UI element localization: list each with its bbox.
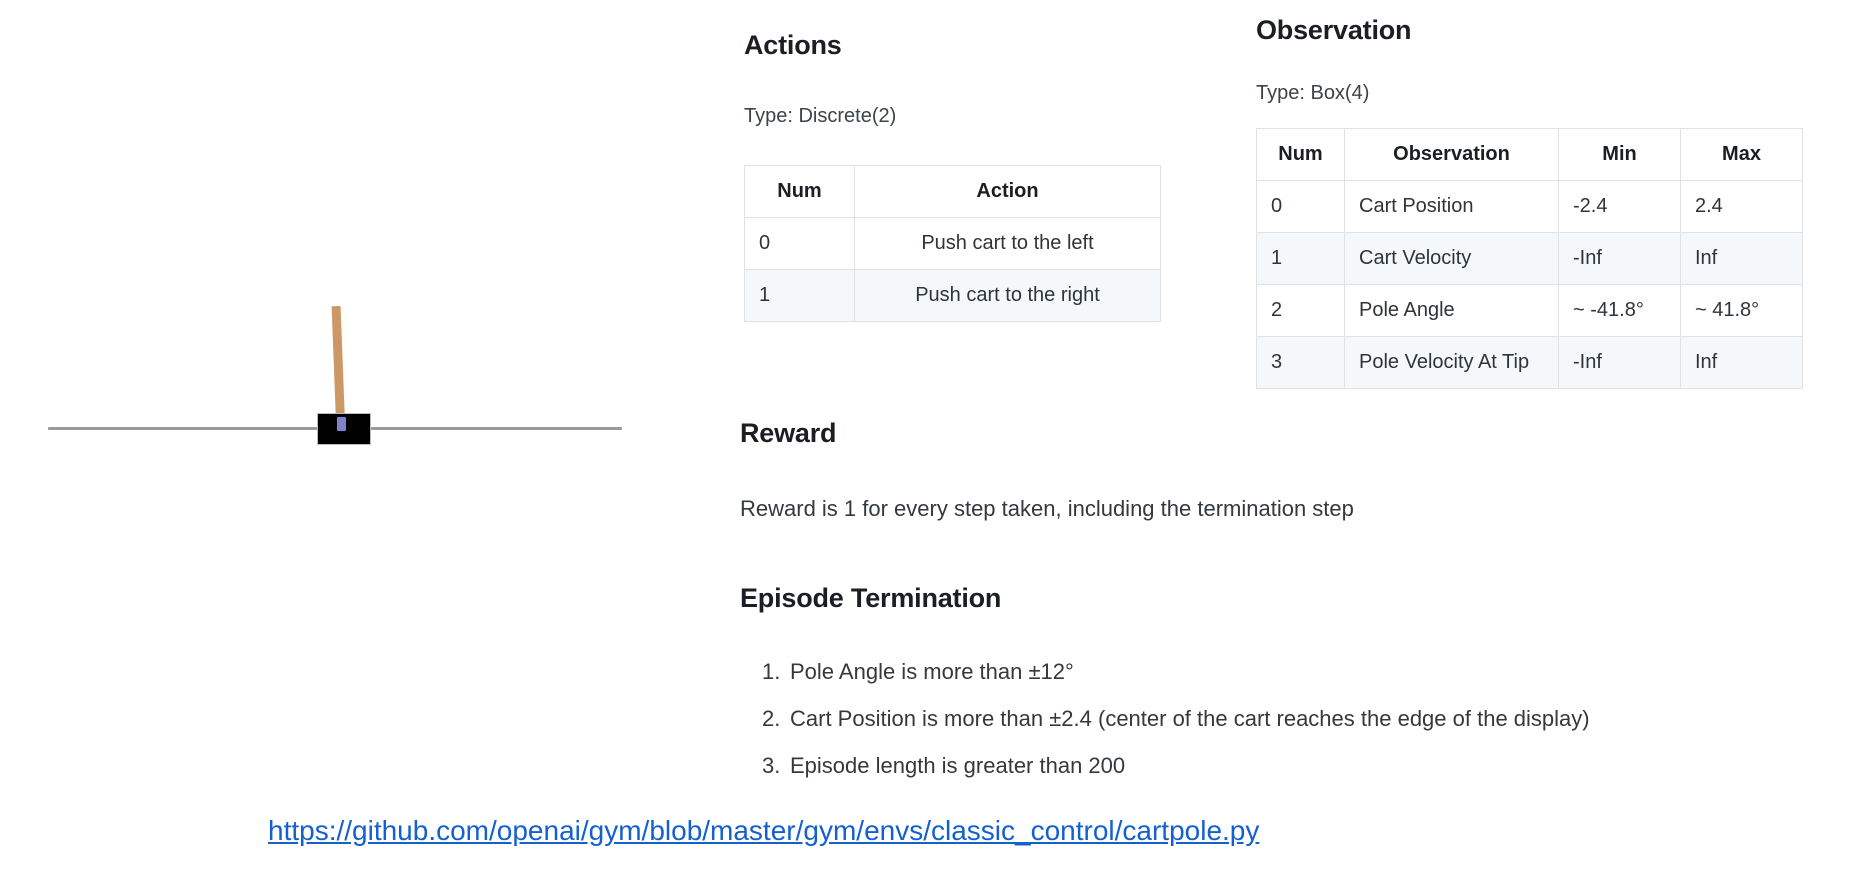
observation-cell-name: Cart Position [1344,180,1559,233]
observation-cell-num: 3 [1256,336,1345,389]
observation-header-max: Max [1680,128,1803,181]
cartpole-figure [0,0,700,800]
episode-termination-heading: Episode Termination [740,583,1002,613]
episode-termination-list: 1. Pole Angle is more than ±12° 2. Cart Po… [762,648,1590,789]
observation-cell-min: -Inf [1558,232,1681,285]
source-url-link[interactable]: https://github.com/openai/gym/blob/maste… [268,815,1260,846]
table-row: 0 Push cart to the left [744,217,1161,270]
list-item: 1. Pole Angle is more than ±12° [762,648,1590,695]
actions-header-action: Action [854,165,1161,218]
observation-cell-max: ~ 41.8° [1680,284,1803,337]
observation-header-num: Num [1256,128,1345,181]
observation-cell-name: Pole Velocity At Tip [1344,336,1559,389]
list-item-marker: 2. [762,706,781,731]
table-row: 0 Cart Position -2.4 2.4 [1256,180,1803,233]
table-row: 3 Pole Velocity At Tip -Inf Inf [1256,336,1803,389]
observation-cell-num: 1 [1256,232,1345,285]
table-row: 2 Pole Angle ~ -41.8° ~ 41.8° [1256,284,1803,337]
observation-table: Num Observation Min Max 0 Cart Position … [1256,128,1803,389]
pole-icon [331,305,345,423]
observation-cell-max: Inf [1680,336,1803,389]
observation-cell-name: Pole Angle [1344,284,1559,337]
list-item-text: Episode length is greater than 200 [790,753,1126,778]
observation-cell-num: 2 [1256,284,1345,337]
axle-icon [337,417,346,431]
observation-cell-max: Inf [1680,232,1803,285]
table-row: 1 Cart Velocity -Inf Inf [1256,232,1803,285]
table-row: 1 Push cart to the right [744,269,1161,322]
list-item: 2. Cart Position is more than ±2.4 (cente… [762,695,1590,742]
observation-header-min: Min [1558,128,1681,181]
list-item-text: Pole Angle is more than ±12° [790,659,1074,684]
actions-cell-action: Push cart to the right [854,269,1161,322]
actions-header-num: Num [744,165,855,218]
observation-cell-name: Cart Velocity [1344,232,1559,285]
reward-heading: Reward [740,418,837,448]
actions-heading: Actions [744,30,842,60]
actions-type-label: Type: Discrete(2) [744,105,897,127]
observation-header-observation: Observation [1344,128,1559,181]
actions-cell-num: 0 [744,217,855,270]
list-item-marker: 3. [762,753,781,778]
actions-table-header-row: Num Action [744,165,1161,218]
list-item: 3. Episode length is greater than 200 [762,742,1590,789]
actions-cell-action: Push cart to the left [854,217,1161,270]
observation-heading: Observation [1256,15,1412,45]
observation-cell-min: -Inf [1558,336,1681,389]
observation-cell-num: 0 [1256,180,1345,233]
list-item-text: Cart Position is more than ±2.4 (center … [790,706,1590,731]
reward-description: Reward is 1 for every step taken, includ… [740,496,1354,521]
observation-cell-min: -2.4 [1558,180,1681,233]
observation-type-label: Type: Box(4) [1256,82,1370,104]
observation-cell-min: ~ -41.8° [1558,284,1681,337]
actions-table: Num Action 0 Push cart to the left 1 Pus… [744,165,1161,322]
list-item-marker: 1. [762,659,781,684]
observation-cell-max: 2.4 [1680,180,1803,233]
actions-cell-num: 1 [744,269,855,322]
observation-table-header-row: Num Observation Min Max [1256,128,1803,181]
